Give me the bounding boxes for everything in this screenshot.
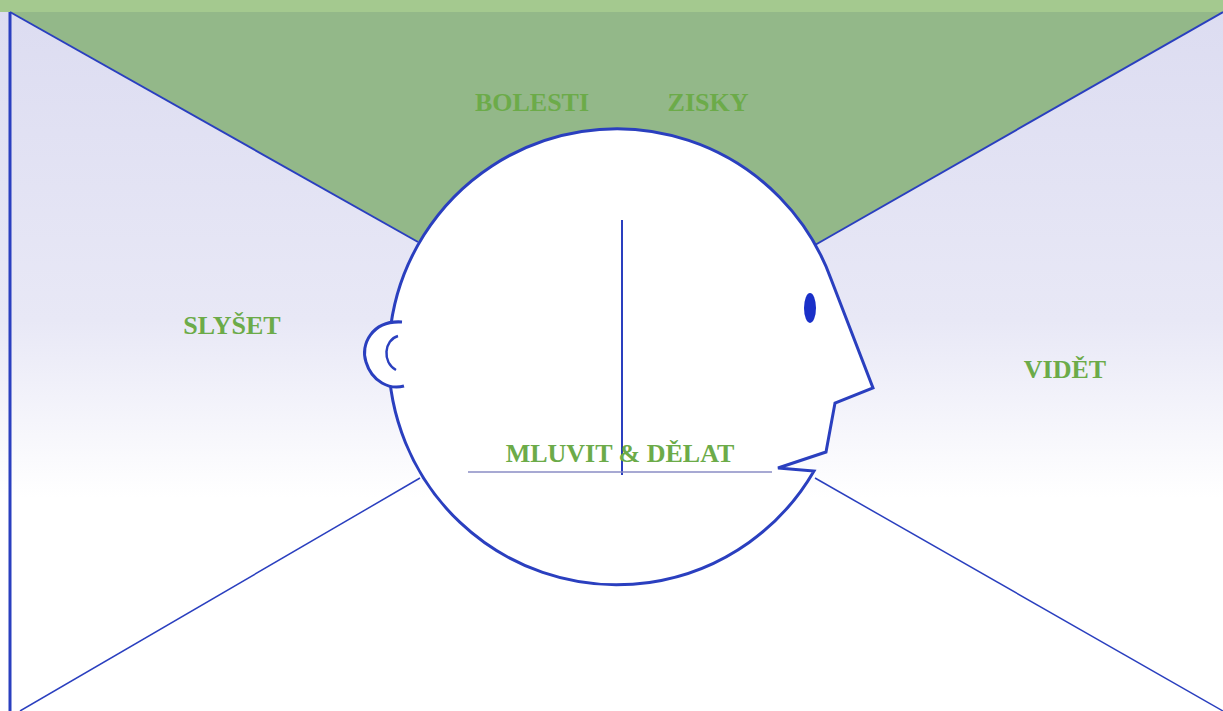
head-outline: [389, 129, 873, 585]
divider-line: [20, 478, 420, 711]
say-do-label: MLUVIT & DĚLAT: [506, 440, 735, 469]
head-divider: [621, 220, 623, 475]
divider-line: [815, 12, 1223, 245]
hear-label: SLYŠET: [183, 312, 280, 341]
pains-label: BOLESTI: [475, 89, 589, 118]
divider-line: [10, 12, 418, 242]
head-baseline: [468, 471, 772, 473]
ear-inner: [386, 336, 398, 370]
top-bar: [0, 0, 1223, 12]
left-border: [9, 12, 12, 711]
eye: [804, 293, 816, 323]
see-label: VIDĚT: [1024, 356, 1106, 385]
ear: [365, 322, 405, 387]
divider-line: [815, 478, 1223, 711]
gains-label: ZISKY: [668, 89, 749, 118]
